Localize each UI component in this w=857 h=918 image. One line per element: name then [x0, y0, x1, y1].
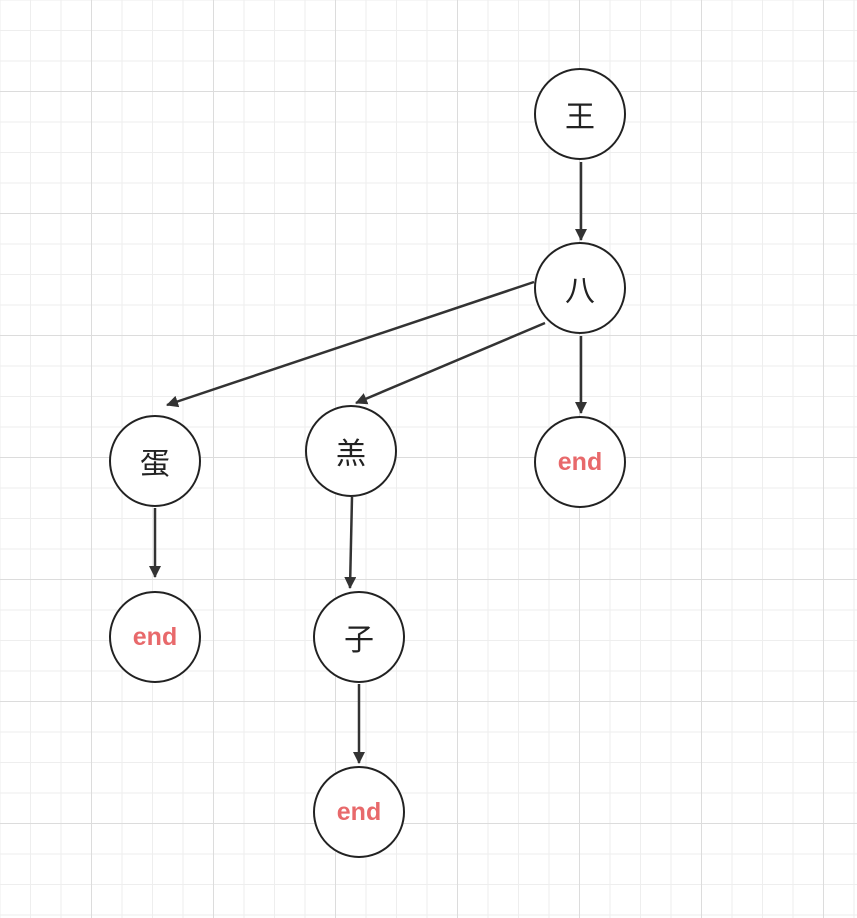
edge-ba-gao: [355, 321, 546, 405]
node-dan: 蛋: [109, 415, 201, 507]
node-end-dan: end: [109, 591, 201, 683]
node-gao: 羔: [305, 405, 397, 497]
node-label-gao: 羔: [336, 437, 366, 472]
end-label-zi: end: [336, 797, 382, 826]
node-label-zi: 子: [344, 623, 374, 658]
end-label-ba: end: [557, 447, 603, 476]
node-label-ba: 八: [565, 274, 595, 309]
node-label-dan: 蛋: [140, 447, 170, 482]
node-label-wang: 王: [565, 100, 595, 135]
node-end-ba: end: [534, 416, 626, 508]
node-ba: 八: [534, 242, 626, 334]
end-label-dan: end: [132, 622, 178, 651]
node-end-zi: end: [313, 766, 405, 858]
node-zi: 子: [313, 591, 405, 683]
edge-gao-zi: [344, 496, 357, 589]
edge-ba-dan: [166, 280, 535, 408]
node-wang: 王: [534, 68, 626, 160]
